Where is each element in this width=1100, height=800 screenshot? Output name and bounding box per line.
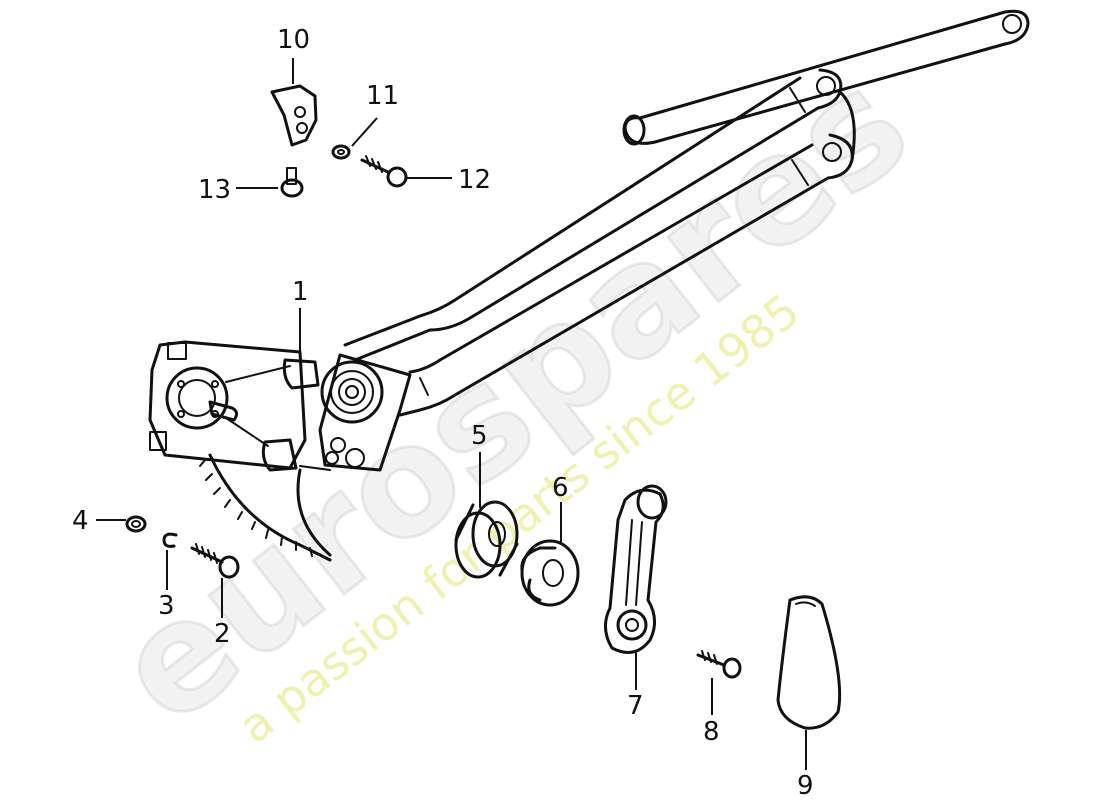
- part-13-bolt: [280, 167, 304, 198]
- callout-9: 9: [797, 771, 814, 800]
- callout-10: 10: [277, 25, 310, 55]
- part-12-screw: [360, 155, 408, 188]
- callout-2: 2: [214, 619, 231, 649]
- part-5-bushing: [454, 500, 519, 579]
- part-8-screw: [696, 650, 742, 679]
- part-3-clip: [162, 532, 178, 548]
- callout-12: 12: [458, 165, 491, 195]
- callout-13: 13: [198, 175, 231, 205]
- regulator-arms: [343, 9, 1030, 417]
- callout-11: 11: [366, 81, 399, 111]
- callout-8: 8: [703, 717, 720, 747]
- part-10-bracket: [270, 84, 318, 147]
- leader-lines: [96, 58, 807, 770]
- part-7-crank-handle: [604, 484, 668, 654]
- part-2-screw: [190, 543, 240, 579]
- callout-1: 1: [292, 277, 309, 307]
- regulator-mechanism: [148, 340, 412, 562]
- part-6-escutcheon: [520, 539, 580, 607]
- callout-5: 5: [471, 421, 488, 451]
- callout-6: 6: [552, 473, 569, 503]
- callout-3: 3: [158, 591, 175, 621]
- part-11-washer: [331, 144, 351, 160]
- part-4-washer: [125, 515, 147, 533]
- part-9-knob: [776, 595, 842, 730]
- callout-7: 7: [627, 691, 644, 721]
- callout-labels: 10 13 11 12 1 4 3 2 5 6 7 8 9: [72, 25, 814, 800]
- callout-4: 4: [72, 506, 89, 536]
